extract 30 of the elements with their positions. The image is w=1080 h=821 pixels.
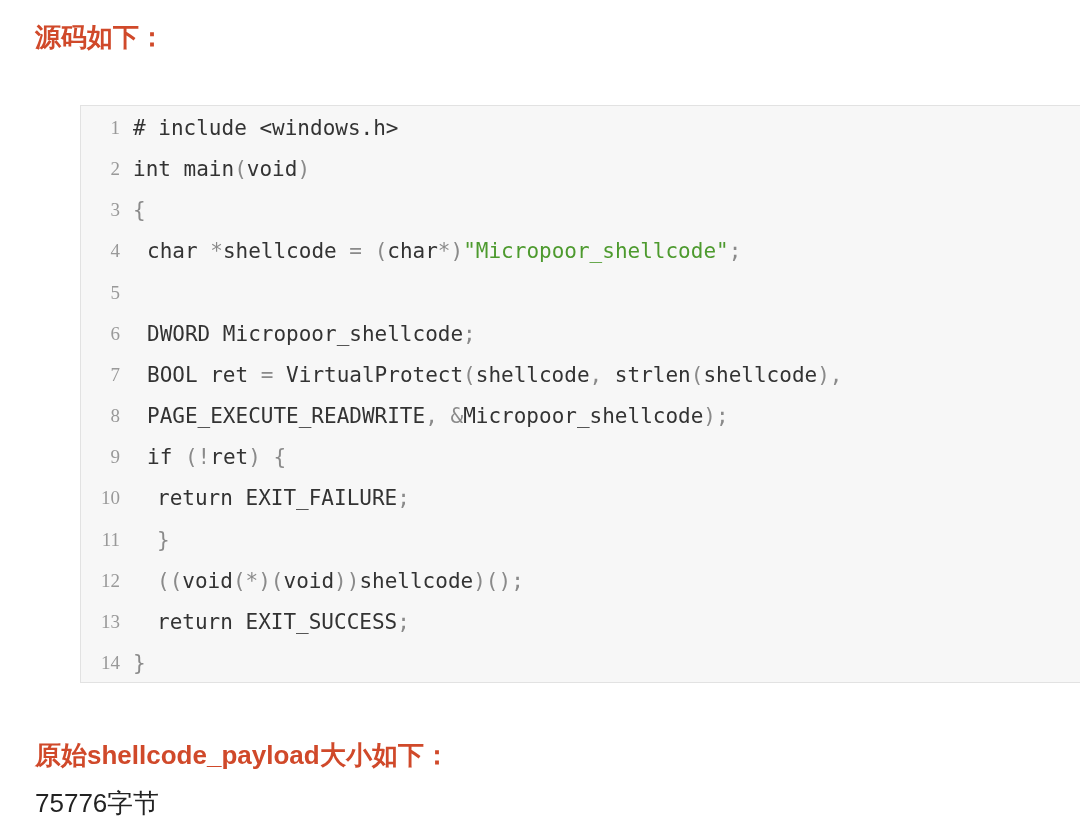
line-number: 10 [100, 486, 120, 511]
size-text: 75776字节 [35, 787, 160, 820]
line-number: 3 [109, 198, 120, 223]
code-line: # include <windows.h> [133, 115, 399, 141]
code-line: if (!ret) { [147, 444, 287, 471]
line-number: 11 [100, 527, 120, 552]
code-line: DWORD Micropoor_shellcode; [147, 320, 476, 347]
code-line: ((void(*)(void))shellcode)(); [157, 567, 524, 594]
code-line: return EXIT_SUCCESS; [157, 608, 410, 635]
code-line: } [133, 649, 146, 676]
line-number: 1 [109, 116, 120, 140]
code-line: BOOL ret = VirtualProtect(shellcode, strlen(shellcode), [147, 361, 843, 388]
line-number: 4 [109, 239, 120, 264]
code-line: char *shellcode = (char*)"Micropoor_shellcode"; [147, 238, 742, 265]
line-number: 13 [100, 609, 120, 634]
line-number: 5 [109, 280, 120, 305]
code-line: return EXIT_FAILURE; [157, 485, 410, 512]
code-line: int main(void) [133, 156, 311, 183]
line-number: 14 [100, 650, 120, 675]
code-line: { [133, 197, 146, 224]
heading: 源码如下： [35, 21, 165, 54]
line-number: 8 [109, 404, 120, 429]
line-number: 12 [100, 568, 120, 593]
line-number: 2 [109, 157, 120, 182]
code-line: } [157, 526, 170, 553]
code-line: PAGE_EXECUTE_READWRITE, &Micropoor_shellcode); [147, 403, 729, 430]
line-number: 7 [109, 362, 120, 387]
line-number: 6 [109, 321, 120, 346]
heading: 原始shellcode_payload大小如下： [35, 739, 450, 772]
line-number: 9 [109, 445, 120, 470]
